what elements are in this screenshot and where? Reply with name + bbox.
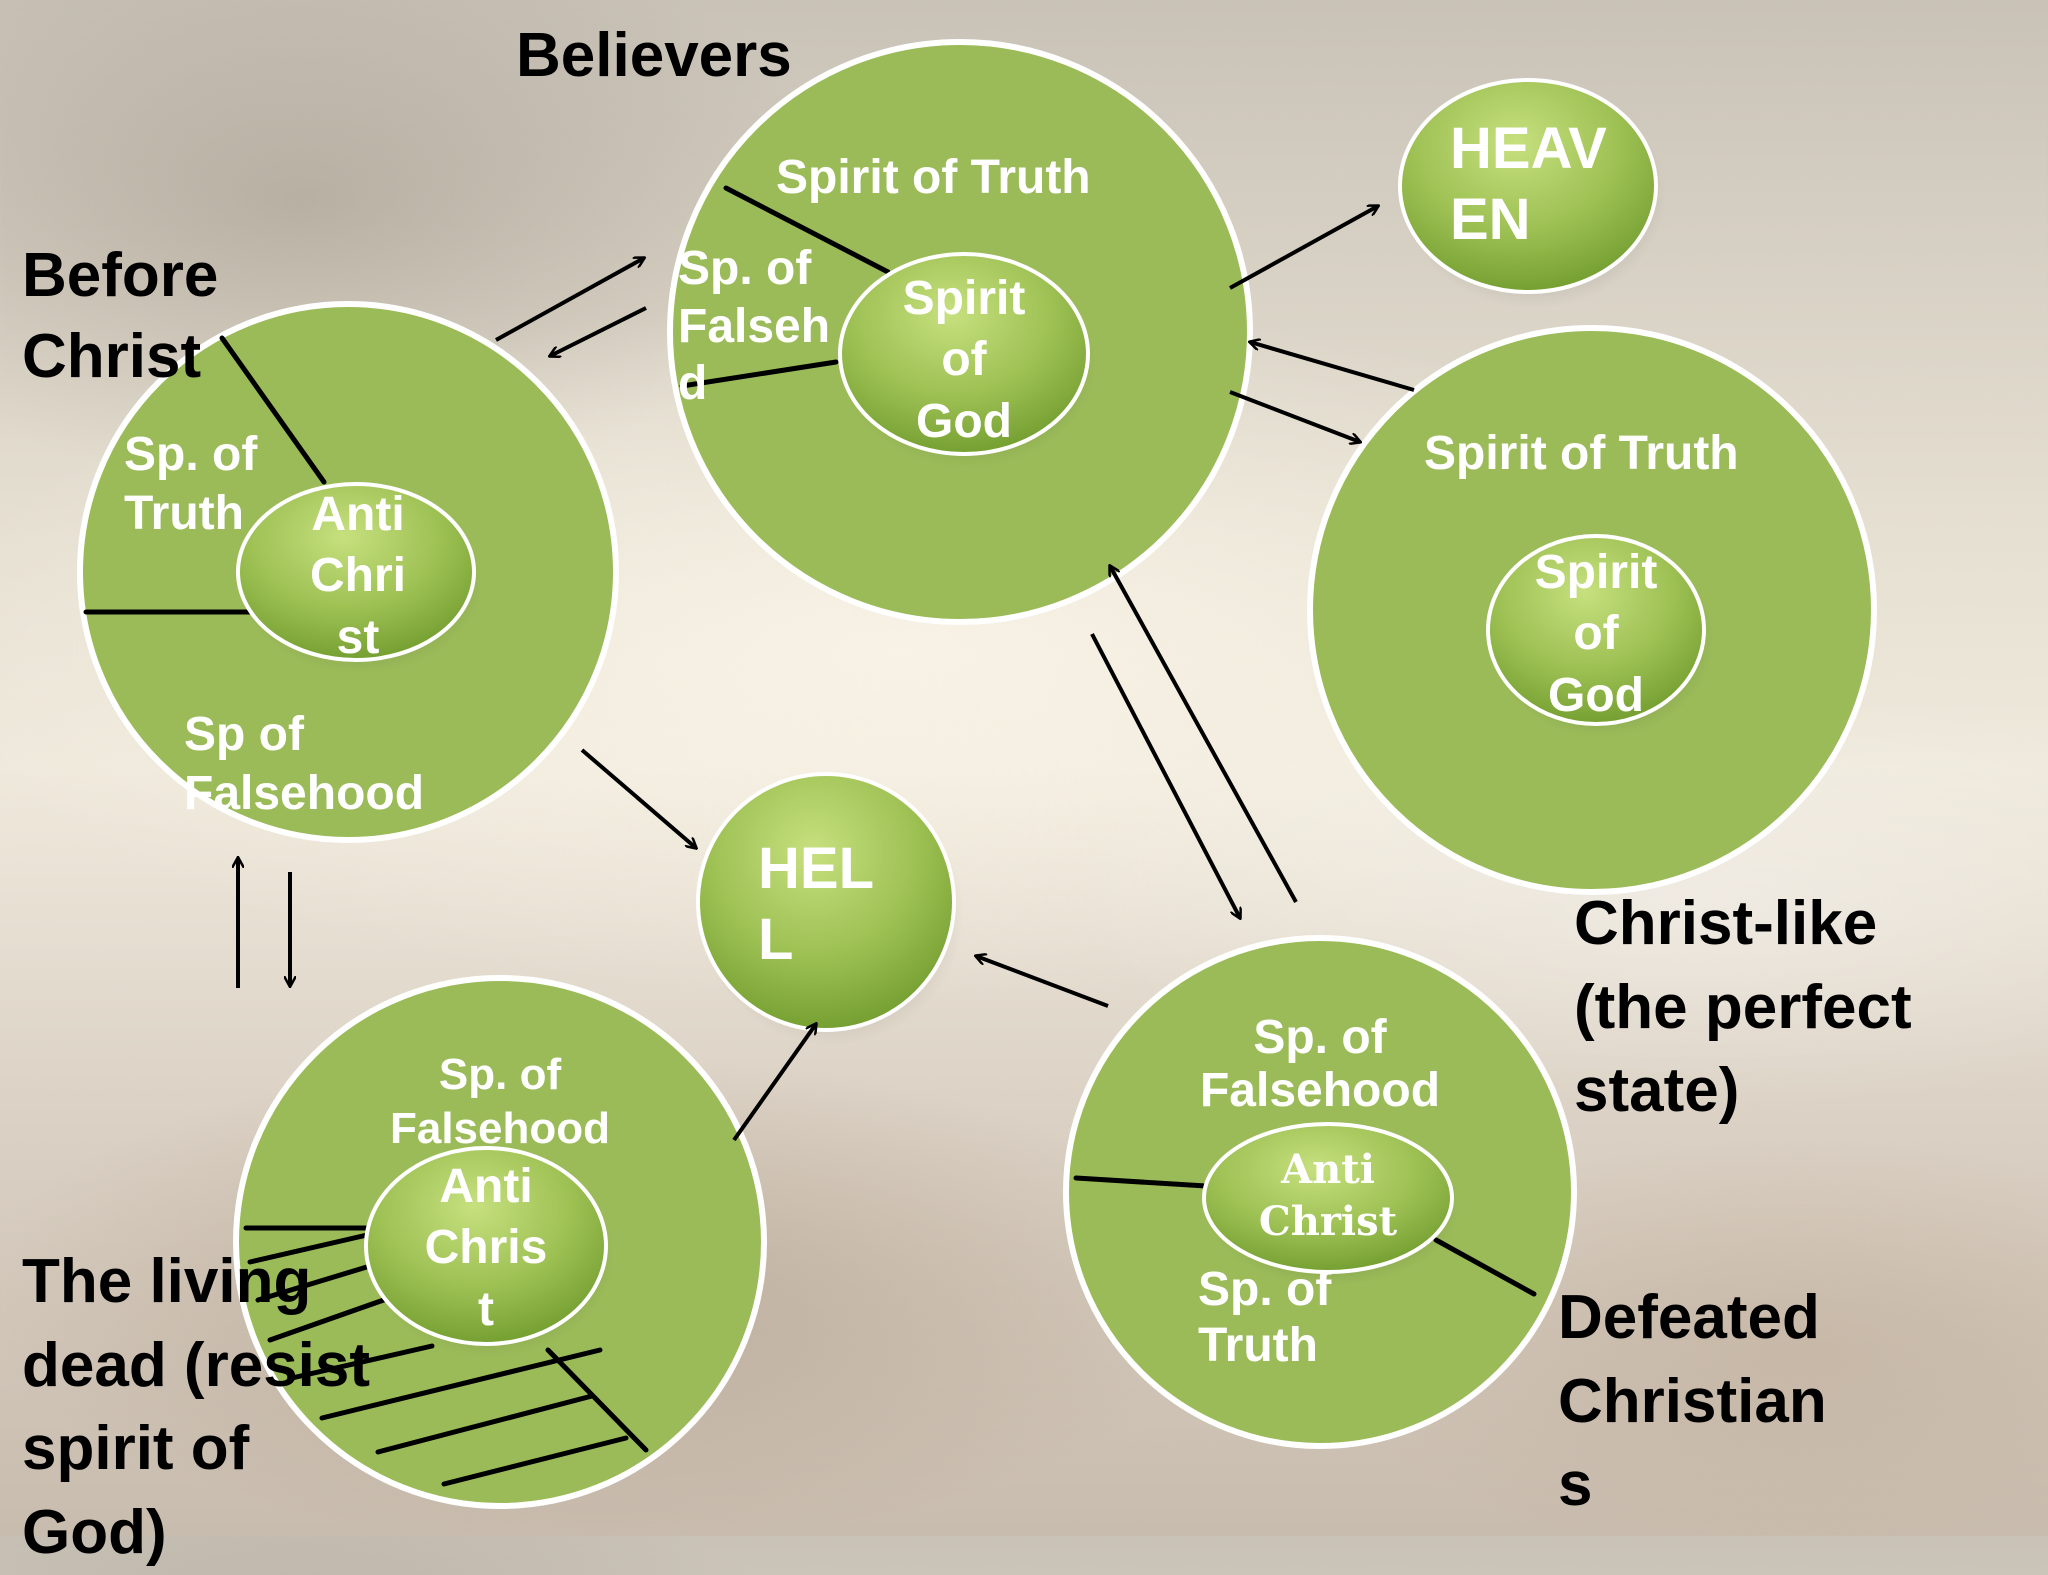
- hell-node: [696, 772, 964, 1046]
- spiritual-states-diagram: [80, 42, 1874, 1506]
- living-dead-spirit-of-falsehood: Sp. of Falsehood: [389, 1050, 611, 1153]
- believers-spirit-of-falsehood: Sp. of Falseh d: [678, 242, 831, 411]
- heaven-label: HEAV EN: [1450, 116, 1607, 252]
- label-believers: Believers: [516, 21, 792, 90]
- heaven-node: [1398, 78, 1666, 308]
- label-christ-like: Christ-like (the perfect state): [1574, 889, 1912, 1126]
- arrow-livingdead-to-hell: [732, 1024, 816, 1142]
- believers-core-spirit-of-god: Spirit of God: [902, 272, 1026, 448]
- arrow-defeated-to-hell: [976, 956, 1109, 1008]
- arrow-before-to-hell: [580, 748, 696, 848]
- living-dead-core-antichrist: Anti Chris t: [424, 1160, 548, 1336]
- arrow-believers-to-christlike: [1229, 390, 1360, 442]
- before-christ-spirit-of-truth: Sp. of Truth: [124, 428, 258, 540]
- christ-like-spirit-of-truth: Spirit of Truth: [1424, 427, 1739, 480]
- core-living-dead: [364, 1146, 614, 1358]
- defeated-spirit-of-falsehood: Sp. of Falsehood: [1199, 1011, 1441, 1117]
- core-believers: [838, 252, 1096, 468]
- label-defeated-christians: Defeated Christian s: [1558, 1283, 1827, 1520]
- resist-hatch-lines: [243, 1225, 649, 1487]
- arrow-before-to-believers: [495, 258, 644, 342]
- arrow-believers-to-defeated: [1090, 633, 1240, 918]
- before-christ-core-antichrist: Anti Chri st: [310, 488, 406, 664]
- defeated-spirit-of-truth: Sp. of Truth: [1198, 1263, 1332, 1372]
- core-christ-like: [1486, 534, 1714, 738]
- spirit-divider-lines: [83, 185, 1537, 1297]
- transition-arrows: [238, 206, 1415, 1142]
- defeated-core-antichrist: Anti Christ: [1258, 1146, 1398, 1245]
- core-defeated: [1202, 1122, 1460, 1286]
- label-before-christ: Before Christ: [22, 241, 219, 391]
- arrow-christlike-to-believers: [1250, 342, 1415, 392]
- arrow-believers-to-heaven: [1229, 206, 1378, 290]
- core-before-christ: [236, 482, 482, 674]
- arrow-defeated-to-believers: [1108, 566, 1298, 903]
- label-living-dead: The living dead (resist spirit of God): [22, 1247, 371, 1568]
- believers-spirit-of-truth: Spirit of Truth: [776, 151, 1091, 204]
- christ-like-core-spirit-of-god: Spirit of God: [1534, 546, 1658, 722]
- before-christ-spirit-of-falsehood: Sp of Falsehood: [184, 708, 425, 820]
- arrow-believers-to-before: [550, 306, 647, 356]
- hell-label: HEL L: [758, 836, 874, 972]
